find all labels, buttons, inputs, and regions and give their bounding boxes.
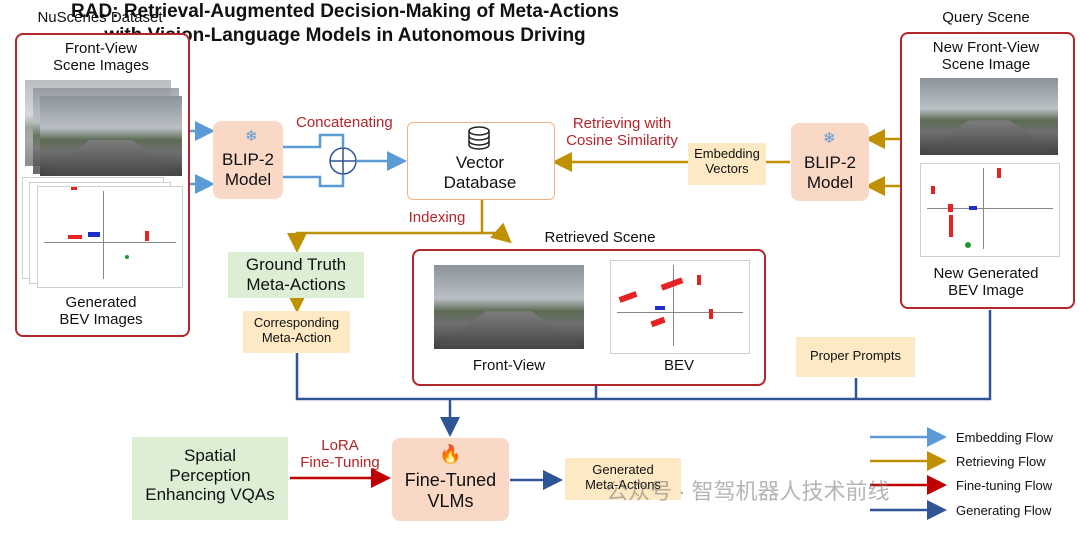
title-line-1: RAD: Retrieval-Augmented Decision-Making… (71, 1, 619, 22)
ground-truth-box (228, 252, 364, 298)
new-front-view-image (920, 78, 1058, 155)
retrieved-front-view-label: Front-View (472, 357, 546, 374)
retrieved-bev-image (610, 260, 750, 354)
snowflake-icon: ❄ (245, 128, 258, 145)
spatial-vqa-label: Spatial Perception Enhancing VQAs (145, 446, 275, 505)
fire-icon: 🔥 (439, 444, 462, 464)
finetuned-vlms-box (392, 438, 509, 521)
new-bev-image (920, 163, 1060, 257)
bev-image (37, 186, 183, 288)
legend-arrows (870, 427, 947, 520)
finetuned-vlms-label: Fine-Tuned VLMs (404, 470, 497, 511)
ground-truth-label: Ground Truth Meta-Actions (245, 255, 347, 294)
blip2-left-label: BLIP-2 Model (222, 150, 274, 189)
front-view-images-label: Front-View Scene Images (53, 40, 149, 75)
generated-meta-actions-label: Generated Meta-Actions (585, 462, 661, 492)
nuscenes-header: NuScenes Dataset (37, 9, 163, 26)
watermark-text: 公众号 · 智驾机器人技术前线 (606, 479, 890, 504)
legend-generating-flow: Generating Flow (956, 503, 1052, 518)
vector-database-label: Vector Database (443, 153, 517, 192)
embedding-vectors-label: Embedding Vectors (694, 146, 760, 176)
title-line-2: with Vision-Language Models in Autonomou… (104, 25, 586, 46)
legend-finetuning-flow: Fine-tuning Flow (956, 478, 1053, 493)
retrieved-scene-header: Retrieved Scene (544, 229, 656, 246)
embedding-flow (172, 121, 407, 194)
query-scene-header: Query Scene (942, 9, 1030, 26)
blip2-right-label: BLIP-2 Model (804, 153, 856, 192)
corresponding-box (243, 311, 350, 353)
retrieved-bev-label: BEV (663, 357, 694, 374)
new-bev-label: New Generated BEV Image (933, 265, 1039, 300)
retrieving-label: Retrieving with Cosine Similarity (566, 115, 678, 150)
blip2-model-left (213, 121, 283, 199)
indexing-label: Indexing (408, 209, 466, 226)
front-view-image (40, 96, 182, 176)
spatial-vqa-box (132, 437, 288, 520)
blip2-model-right (791, 123, 869, 201)
proper-prompts-box (796, 337, 915, 377)
concatenating-label: Concatenating (296, 114, 393, 131)
concat-symbol (329, 147, 357, 175)
corresponding-label: Corresponding Meta-Action (253, 315, 340, 345)
generated-meta-actions-box (565, 458, 681, 500)
legend-embedding-flow: Embedding Flow (956, 430, 1053, 445)
embedding-vectors-box (688, 143, 766, 185)
new-front-view-label: New Front-View Scene Image (932, 39, 1040, 74)
retrieved-front-view-image (434, 265, 584, 349)
bev-images-label: Generated BEV Images (59, 294, 143, 329)
legend-retrieving-flow: Retrieving Flow (956, 454, 1046, 469)
lora-label: LoRA Fine-Tuning (300, 437, 380, 472)
database-icon (468, 126, 490, 150)
snowflake-icon: ❄ (823, 130, 836, 147)
generating-flow (295, 310, 992, 490)
diagram-title: RAD: Retrieval-Augmented Decision-Making… (0, 0, 690, 48)
proper-prompts-label: Proper Prompts (809, 348, 902, 363)
